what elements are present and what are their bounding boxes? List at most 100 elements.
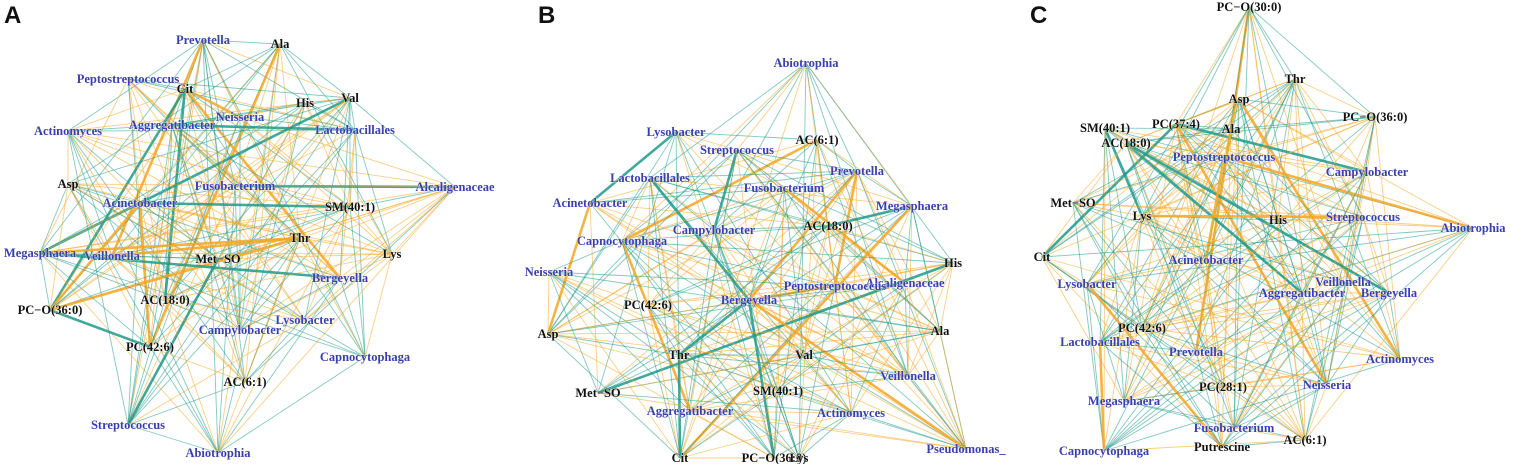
positive-edge bbox=[1099, 292, 1390, 343]
positive-edge bbox=[803, 354, 852, 414]
negative-edge bbox=[649, 170, 858, 179]
microbe-node-label: Neisseria bbox=[1303, 378, 1352, 392]
positive-edge bbox=[1072, 202, 1143, 217]
positive-edge bbox=[621, 177, 651, 242]
negative-edge bbox=[1072, 156, 1225, 204]
negative-edge bbox=[1195, 351, 1223, 448]
negative-edge bbox=[1248, 6, 1296, 80]
negative-edge bbox=[1238, 98, 1376, 118]
positive-edge bbox=[164, 186, 456, 301]
metabolite-node-label: Thr bbox=[669, 348, 690, 362]
negative-edge bbox=[1233, 384, 1328, 429]
positive-edge bbox=[907, 205, 913, 377]
positive-edge bbox=[547, 229, 715, 335]
microbe-node-label: Aggregatibacter bbox=[1259, 286, 1346, 300]
positive-edge bbox=[1123, 292, 1390, 402]
positive-edge bbox=[833, 170, 859, 287]
negative-edge bbox=[547, 282, 906, 335]
negative-edge bbox=[1238, 98, 1306, 441]
negative-edge bbox=[1221, 281, 1344, 448]
positive-edge bbox=[679, 187, 785, 459]
positive-edge bbox=[1362, 216, 1401, 360]
positive-edge bbox=[1248, 6, 1306, 441]
negative-edge bbox=[647, 304, 775, 459]
negative-edge bbox=[856, 170, 913, 207]
positive-edge bbox=[548, 271, 649, 306]
positive-edge bbox=[1099, 227, 1474, 343]
negative-edge bbox=[547, 333, 681, 459]
negative-edge bbox=[202, 39, 281, 45]
negative-edge bbox=[39, 183, 69, 254]
positive-edge bbox=[39, 252, 219, 454]
microbe-node-label: Megasphaera bbox=[876, 199, 949, 213]
negative-edge bbox=[139, 185, 236, 204]
positive-edge bbox=[39, 202, 141, 254]
positive-edge bbox=[149, 116, 241, 348]
metabolite-node-label: Ala bbox=[931, 324, 951, 338]
microbe-node-label: Streptococcus bbox=[1326, 210, 1400, 224]
positive-edge bbox=[364, 253, 393, 358]
positive-edge bbox=[127, 185, 236, 426]
positive-edge bbox=[1141, 156, 1225, 217]
negative-edge bbox=[304, 102, 356, 131]
negative-edge bbox=[678, 354, 775, 459]
negative-edge bbox=[773, 390, 779, 459]
metabolite-node-label: PC−O(36:0) bbox=[742, 451, 807, 464]
metabolite-node-label: Cit bbox=[672, 451, 690, 464]
negative-edge bbox=[127, 129, 356, 426]
positive-edge bbox=[164, 253, 393, 301]
positive-edge bbox=[171, 124, 341, 279]
negative-edge bbox=[679, 390, 779, 459]
negative-edge bbox=[1125, 141, 1390, 295]
microbe-node-label: Neisseria bbox=[525, 265, 574, 279]
negative-edge bbox=[39, 252, 51, 311]
negative-edge bbox=[149, 129, 356, 348]
positive-edge bbox=[589, 202, 909, 377]
positive-edge bbox=[217, 186, 456, 454]
positive-edge bbox=[1072, 142, 1127, 204]
negative-edge bbox=[827, 204, 913, 228]
negative-edge bbox=[713, 62, 807, 231]
metabolite-node-label: PC(42:6) bbox=[1118, 321, 1166, 335]
negative-edge bbox=[748, 187, 785, 301]
positive-edge bbox=[67, 97, 351, 132]
positive-edge bbox=[1086, 219, 1279, 285]
positive-edge bbox=[1141, 171, 1368, 329]
positive-edge bbox=[217, 206, 351, 454]
positive-edge bbox=[547, 170, 858, 335]
positive-edge bbox=[234, 185, 351, 208]
negative-edge bbox=[1221, 227, 1474, 448]
metabolite-node-label: PC−O(36:0) bbox=[1343, 110, 1408, 124]
positive-edge bbox=[1233, 216, 1364, 429]
positive-edge bbox=[244, 43, 281, 383]
negative-edge bbox=[244, 186, 456, 383]
negative-edge bbox=[127, 424, 219, 454]
negative-edge bbox=[39, 252, 151, 348]
positive-edge bbox=[689, 410, 852, 414]
negative-edge bbox=[67, 183, 366, 358]
positive-edge bbox=[1041, 116, 1376, 258]
negative-edge bbox=[1175, 123, 1207, 261]
node-label-group: AbiotrophiaLysobacterAC(6:1)Streptococcu… bbox=[524, 56, 1006, 464]
negative-edge bbox=[1125, 128, 1232, 144]
positive-edge bbox=[1123, 281, 1344, 402]
microbe-node-label: Veillonella bbox=[880, 369, 937, 383]
microbe-node-label: Lysobacter bbox=[646, 125, 705, 139]
negative-edge bbox=[127, 299, 166, 426]
positive-edge bbox=[1205, 259, 1303, 294]
microbe-node-label: Streptococcus bbox=[700, 143, 774, 157]
metabolite-node-label: Putrescine bbox=[1194, 440, 1250, 454]
positive-edge bbox=[1141, 215, 1306, 441]
negative-edge bbox=[748, 299, 941, 332]
positive-edge bbox=[647, 304, 681, 459]
negative-edge bbox=[1175, 123, 1232, 130]
negative-edge bbox=[39, 251, 341, 280]
negative-edge bbox=[67, 97, 351, 185]
positive-edge bbox=[1195, 216, 1364, 353]
negative-edge bbox=[49, 308, 151, 349]
negative-edge bbox=[548, 271, 836, 287]
negative-edge bbox=[713, 139, 818, 231]
positive-edge bbox=[547, 271, 550, 335]
negative-edge bbox=[349, 97, 356, 131]
